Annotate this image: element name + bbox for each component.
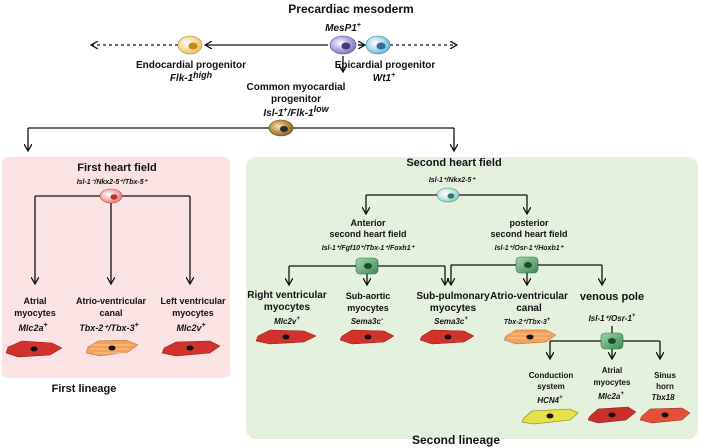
first-field-title: First heart field xyxy=(77,162,156,174)
venous-pole-marker: Isl-1⁺/Osr-1+ xyxy=(589,313,636,323)
sf-av-marker: Tbx-2⁺/Tbx-3+ xyxy=(504,317,551,326)
first-heart-field-box xyxy=(2,157,230,378)
sub-pulmonary-marker: Sema3c+ xyxy=(434,316,468,326)
venous-pole-title: venous pole xyxy=(580,291,644,303)
ff-lv-myocyte xyxy=(161,340,221,357)
posterior-l1: posterior xyxy=(509,218,549,228)
posterior-cell-nucleus xyxy=(524,262,532,268)
conduction-myocyte xyxy=(521,408,579,425)
posterior-markers: Isl-1⁺/Osr-1⁺/Hoxb1⁺ xyxy=(495,245,565,252)
common-label-line1: Common myocardial xyxy=(247,82,346,93)
anterior-markers: Isl-1⁺/Fgf10⁺/Tbx-1⁺/Foxh1⁺ xyxy=(322,245,416,252)
vp-atrial-l1: Atrial xyxy=(602,366,622,375)
precardiac-cell-nucleus xyxy=(341,42,351,50)
sub-aortic-l2: myocytes xyxy=(347,303,389,313)
sub-pulmonary-myocyte xyxy=(419,329,475,345)
first-field-cell-nucleus xyxy=(110,194,118,200)
ff-atrial-l1: Atrial xyxy=(23,296,46,306)
common-label-line2: progenitor xyxy=(271,94,321,105)
sub-aortic-l1: Sub-aortic xyxy=(346,291,391,301)
second-field-title: Second heart field xyxy=(406,157,501,169)
second-field-markers: Isl-1⁺/Nkx2-5⁺ xyxy=(429,177,477,184)
posterior-l2: second heart field xyxy=(490,229,567,239)
rv-myocyte xyxy=(255,329,317,345)
sf-av-l2: canal xyxy=(516,303,542,314)
sub-pulmonary-l1: Sub-pulmonary xyxy=(416,291,490,302)
sinus-horn-myocyte xyxy=(639,407,691,424)
sub-pulmonary-l2: myocytes xyxy=(430,303,477,314)
ff-lv-l2: myocytes xyxy=(172,308,214,318)
second-field-cell-nucleus xyxy=(447,193,455,199)
ff-av-myocyte xyxy=(85,339,139,357)
sinus-horn-l2: horn xyxy=(656,382,674,391)
common-cell-nucleus xyxy=(280,126,288,132)
epicardial-label: Epicardial progenitor xyxy=(335,60,436,71)
endocardial-label: Endocardial progenitor xyxy=(136,60,246,71)
vp-atrial-l2: myocytes xyxy=(594,378,631,387)
ff-lv-marker: Mlc2v+ xyxy=(176,322,205,333)
rv-marker: Mlc2v+ xyxy=(274,316,300,326)
common-markers: Isl-1+/Flk-1low xyxy=(263,104,329,119)
vp-atrial-marker: Mlc2a+ xyxy=(598,391,624,401)
first-lineage-label: First lineage xyxy=(52,383,117,395)
precardiac-title: Precardiac mesoderm xyxy=(288,2,413,16)
flk1-high-marker: Flk-1high xyxy=(170,70,213,84)
ff-atrial-marker: Mlc2a+ xyxy=(18,322,47,333)
sinus-horn-marker: Tbx18 xyxy=(651,393,675,402)
vp-atrial-myocyte xyxy=(587,406,637,424)
sf-av-l1: Atrio-ventricular xyxy=(490,291,568,302)
ff-av-l2: canal xyxy=(99,308,122,318)
second-heart-field-box xyxy=(246,157,698,439)
anterior-l2: second heart field xyxy=(329,229,406,239)
rv-l1: Right ventricular xyxy=(247,290,327,301)
ff-atrial-l2: myocytes xyxy=(14,308,56,318)
conduction-l2: system xyxy=(537,382,565,391)
second-lineage-label: Second lineage xyxy=(412,433,500,447)
sub-aortic-myocyte xyxy=(339,329,395,345)
rv-l2: myocytes xyxy=(264,302,311,313)
first-field-markers: Isl-1⁻/Nkx2-5⁺/Tbx-5⁺ xyxy=(77,179,149,186)
sub-aortic-marker: Sema3c- xyxy=(351,316,384,326)
endocardial-cell-nucleus xyxy=(188,42,198,50)
epicardial-cell-nucleus xyxy=(376,42,386,50)
conduction-l1: Conduction xyxy=(529,371,574,380)
anterior-cell-nucleus xyxy=(364,263,372,269)
wt1-marker: Wt1+ xyxy=(373,72,395,84)
ff-av-marker: Tbx-2⁺/Tbx-3+ xyxy=(79,322,138,333)
sf-av-myocyte xyxy=(503,329,557,345)
ff-lv-l1: Left ventricular xyxy=(160,296,226,306)
mesp1-marker: MesP1+ xyxy=(325,22,361,34)
venous-pole-cell-nucleus xyxy=(608,338,616,344)
conduction-marker: HCN4+ xyxy=(537,395,563,405)
ff-atrial-myocyte xyxy=(5,340,63,358)
ff-av-l1: Atrio-ventricular xyxy=(76,296,147,306)
anterior-l1: Anterior xyxy=(350,218,386,228)
sinus-horn-l1: Sinus xyxy=(654,371,676,380)
